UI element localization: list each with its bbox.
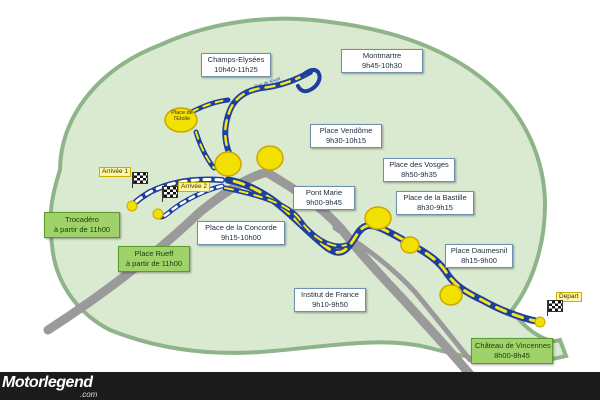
- route-loop-yellow: [224, 187, 347, 247]
- arrivee-1-flagpole: [132, 172, 133, 188]
- label-trocadero: Trocadéro à partir de 11h00: [44, 212, 120, 238]
- pontmarie-name: Pont Marie: [305, 188, 343, 197]
- champs-time: 10h40-11h25: [214, 65, 258, 74]
- daumesnil-time: 8h15-9h00: [461, 256, 497, 265]
- route-north-yellow: [224, 70, 312, 162]
- trocadero-name: Trocadéro: [65, 215, 99, 224]
- rueff-name: Place Rueff: [134, 249, 174, 258]
- rueff-time: à partir de 11h00: [125, 259, 183, 268]
- label-pont-marie: Pont Marie 9h00-9h45: [293, 186, 355, 210]
- montmartre-name: Montmartre: [362, 51, 402, 60]
- label-daumesnil: Place Daumesnil 8h15-9h00: [445, 244, 513, 268]
- label-chateau-vincennes: Château de Vincennes 8h00-8h45: [471, 338, 553, 364]
- label-concorde: Place de la Concorde 9h15-10h00: [197, 221, 285, 245]
- star-rueff: [152, 208, 164, 220]
- star-trocadero: [126, 200, 138, 212]
- arrivee-1-label: Arrivée 1: [99, 167, 132, 177]
- institut-time: 9h10-9h50: [312, 300, 348, 309]
- label-vosges: Place des Vosges 8h50-9h35: [383, 158, 455, 182]
- concorde-time: 9h15-10h00: [220, 233, 262, 242]
- montmartre-time: 9h45-10h30: [361, 61, 403, 70]
- stop-etoile: [164, 107, 198, 133]
- daumesnil-name: Place Daumesnil: [450, 246, 508, 255]
- label-etoile: Place de l'Etoile: [171, 110, 193, 122]
- depart-flagpole: [547, 300, 548, 316]
- label-place-rueff: Place Rueff à partir de 11h00: [118, 246, 190, 272]
- vincennes-name: Château de Vincennes: [475, 341, 551, 350]
- stop-vosges: [364, 206, 392, 230]
- arrivee-2-label: Arrivée 2: [178, 182, 211, 192]
- vincennes-time: 8h00-8h45: [494, 351, 530, 360]
- label-champs-elysees: Champs-Elysées 10h40-11h25: [201, 53, 271, 77]
- road-east: [332, 225, 473, 363]
- vosges-name: Place des Vosges: [389, 160, 449, 169]
- arrivee-2-flagpole: [162, 186, 163, 202]
- stop-concorde-1: [214, 151, 242, 177]
- road-west: [43, 167, 273, 335]
- institut-name: Institut de France: [301, 290, 359, 299]
- pontmarie-time: 9h00-9h45: [306, 198, 342, 207]
- stop-concorde-2: [256, 145, 284, 171]
- stop-daumesnil: [439, 284, 463, 306]
- champs-name: Champs-Elysées: [207, 55, 265, 64]
- brand-domain: .com: [80, 390, 98, 399]
- brand-logo: Motorlegend: [2, 374, 93, 391]
- trocadero-time: à partir de 11h00: [53, 225, 111, 234]
- star-vincennes: [534, 316, 546, 328]
- vendome-time: 9h30-10h15: [325, 136, 367, 145]
- bastille-time: 8h30-9h15: [417, 203, 453, 212]
- arrivee-2-flag-icon: [163, 186, 178, 198]
- vosges-time: 8h50-9h35: [401, 170, 437, 179]
- label-bastille: Place de la Bastille 8h30-9h15: [396, 191, 474, 215]
- stops: [164, 107, 463, 306]
- vendome-name: Place Vendôme: [319, 126, 373, 135]
- depart-label: Depart: [556, 292, 582, 302]
- arrivee-1-flag-icon: [133, 172, 148, 184]
- depart-flag-icon: [548, 300, 563, 312]
- star-markers: [126, 200, 546, 328]
- route-montmartre-hook: [296, 67, 322, 94]
- concorde-name: Place de la Concorde: [205, 223, 277, 232]
- label-vendome: Place Vendôme 9h30-10h15: [310, 124, 382, 148]
- route-etoile-down-yellow: [195, 131, 215, 169]
- footer-bar: [0, 372, 600, 400]
- bastille-name: Place de la Bastille: [403, 193, 467, 202]
- stop-bastille: [400, 236, 420, 254]
- label-institut: Institut de France 9h10-9h50: [294, 288, 366, 312]
- label-montmartre: Montmartre 9h45-10h30: [341, 49, 423, 73]
